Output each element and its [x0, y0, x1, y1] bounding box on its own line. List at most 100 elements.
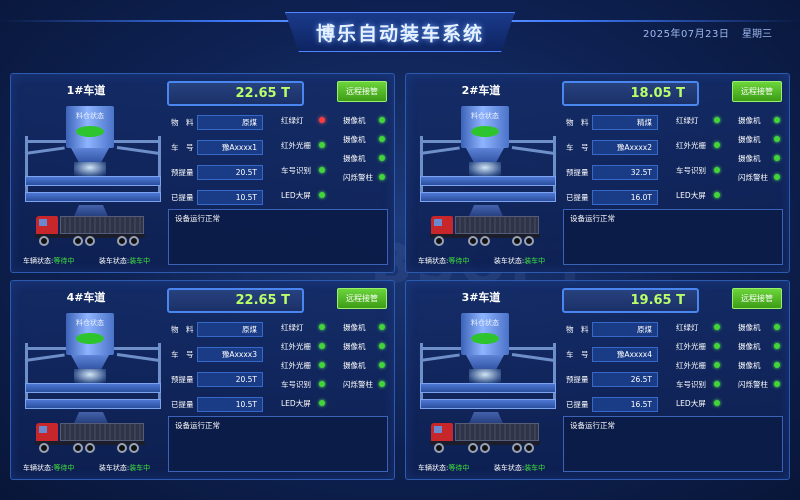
truck-wheel: [468, 443, 478, 453]
device-label: 摄像机: [738, 361, 761, 370]
field-value: 原煤: [197, 115, 263, 130]
field-label: 已提量: [171, 400, 194, 409]
loading-light: [469, 369, 501, 383]
device-indicator-green-icon: [774, 362, 780, 368]
loading-scene: 料仓状态: [19, 100, 167, 258]
loading-scene: 料仓状态: [414, 100, 562, 258]
car-status-value: 等待中: [53, 464, 75, 472]
truck-wheel: [73, 236, 83, 246]
truck-wheel: [117, 443, 127, 453]
device-label: 摄像机: [343, 154, 366, 163]
status-label: 红外光栅: [281, 342, 311, 351]
frame-rail: [111, 347, 161, 350]
device-label: 摄像机: [738, 342, 761, 351]
remote-takeover-button[interactable]: 远程接管: [732, 288, 782, 309]
lane-title: 3#车道: [461, 291, 501, 304]
load-status-label: 装车状态:: [98, 257, 130, 265]
car-status-label: 车辆状态:: [23, 464, 54, 472]
status-label: LED大屏: [281, 399, 311, 408]
field-label: 物 料: [566, 325, 589, 334]
truck-cab: [431, 423, 453, 443]
device-indicator-green-icon: [379, 381, 385, 387]
silo-level-indicator: [76, 126, 104, 137]
status-indicator-green-icon: [319, 192, 325, 198]
loading-light: [74, 162, 106, 176]
device-label: 闪烁警柱: [343, 173, 373, 182]
device-label: 闪烁警柱: [343, 380, 373, 389]
field-value: 豫Axxxx1: [197, 140, 263, 155]
frame-post: [158, 343, 161, 405]
loading-light: [74, 369, 106, 383]
field-value: 豫Axxxx4: [592, 347, 658, 362]
field-label: 已提量: [171, 193, 194, 202]
status-label: 红绿灯: [676, 116, 699, 125]
remote-takeover-button[interactable]: 远程接管: [337, 81, 387, 102]
device-label: 摄像机: [738, 135, 761, 144]
device-info-box: 设备运行正常: [563, 416, 783, 472]
device-label: 摄像机: [738, 116, 761, 125]
truck-cab: [36, 216, 58, 236]
field-label: 物 料: [171, 118, 194, 127]
status-label: 车号识别: [676, 166, 706, 175]
platform-upper: [25, 383, 161, 393]
truck-cab: [36, 423, 58, 443]
status-indicator-green-icon: [714, 167, 720, 173]
remote-takeover-button[interactable]: 远程接管: [337, 288, 387, 309]
silo: 料仓状态: [461, 313, 509, 355]
device-info-text: 设备运行正常: [175, 421, 220, 430]
platform-upper: [25, 176, 161, 186]
truck-wheel: [434, 236, 444, 246]
truck-wheel: [39, 443, 49, 453]
device-info-box: 设备运行正常: [168, 416, 388, 472]
device-label: 摄像机: [343, 116, 366, 125]
car-status-value: 等待中: [448, 464, 470, 472]
status-indicator-red-icon: [319, 117, 325, 123]
frame-rail: [116, 146, 161, 156]
device-indicator-green-icon: [379, 174, 385, 180]
loading-scene: 料仓状态: [414, 307, 562, 465]
device-indicator-green-icon: [379, 362, 385, 368]
device-indicator-green-icon: [379, 155, 385, 161]
platform-upper: [420, 383, 556, 393]
status-label: 红外光栅: [281, 361, 311, 370]
status-indicator-green-icon: [714, 400, 720, 406]
status-label: 红外光栅: [281, 141, 311, 150]
car-status-value: 等待中: [448, 257, 470, 265]
device-indicator-green-icon: [774, 136, 780, 142]
device-label: 摄像机: [738, 154, 761, 163]
status-label: LED大屏: [281, 191, 311, 200]
truck-wheel: [129, 443, 139, 453]
device-label: 闪烁警柱: [738, 173, 768, 182]
remote-takeover-button[interactable]: 远程接管: [732, 81, 782, 102]
lane-panel: 2#车道 料仓状态 车辆状态:等待中: [405, 73, 790, 273]
weight-display: 18.05 T: [562, 81, 699, 106]
device-indicator-green-icon: [774, 174, 780, 180]
field-label: 车 号: [171, 143, 194, 152]
header-date: 2025年07月23日: [643, 29, 730, 40]
field-value: 豫Axxxx2: [592, 140, 658, 155]
frame-rail: [420, 347, 466, 350]
status-label: LED大屏: [676, 191, 706, 200]
field-value: 20.5T: [197, 372, 263, 387]
status-indicator-green-icon: [319, 324, 325, 330]
lane-title: 4#车道: [66, 291, 106, 304]
frame-post: [25, 136, 28, 198]
field-value: 16.5T: [592, 397, 658, 412]
silo-level-indicator: [471, 333, 499, 344]
status-label: 红绿灯: [281, 323, 304, 332]
frame-post: [420, 343, 423, 405]
truck-wheel: [117, 236, 127, 246]
lane-title: 2#车道: [461, 84, 501, 97]
status-label: 红绿灯: [676, 323, 699, 332]
device-indicator-green-icon: [774, 381, 780, 387]
lane-panel: 1#车道 料仓状态 车辆状态:等待中: [10, 73, 395, 273]
device-indicator-green-icon: [774, 324, 780, 330]
truck-wheel: [524, 443, 534, 453]
silo-level-indicator: [76, 333, 104, 344]
car-status-label: 车辆状态:: [418, 257, 449, 265]
chute: [466, 148, 504, 162]
truck-wheel: [480, 236, 490, 246]
frame-rail: [25, 140, 71, 143]
status-label: 车号识别: [676, 380, 706, 389]
device-indicator-green-icon: [379, 136, 385, 142]
